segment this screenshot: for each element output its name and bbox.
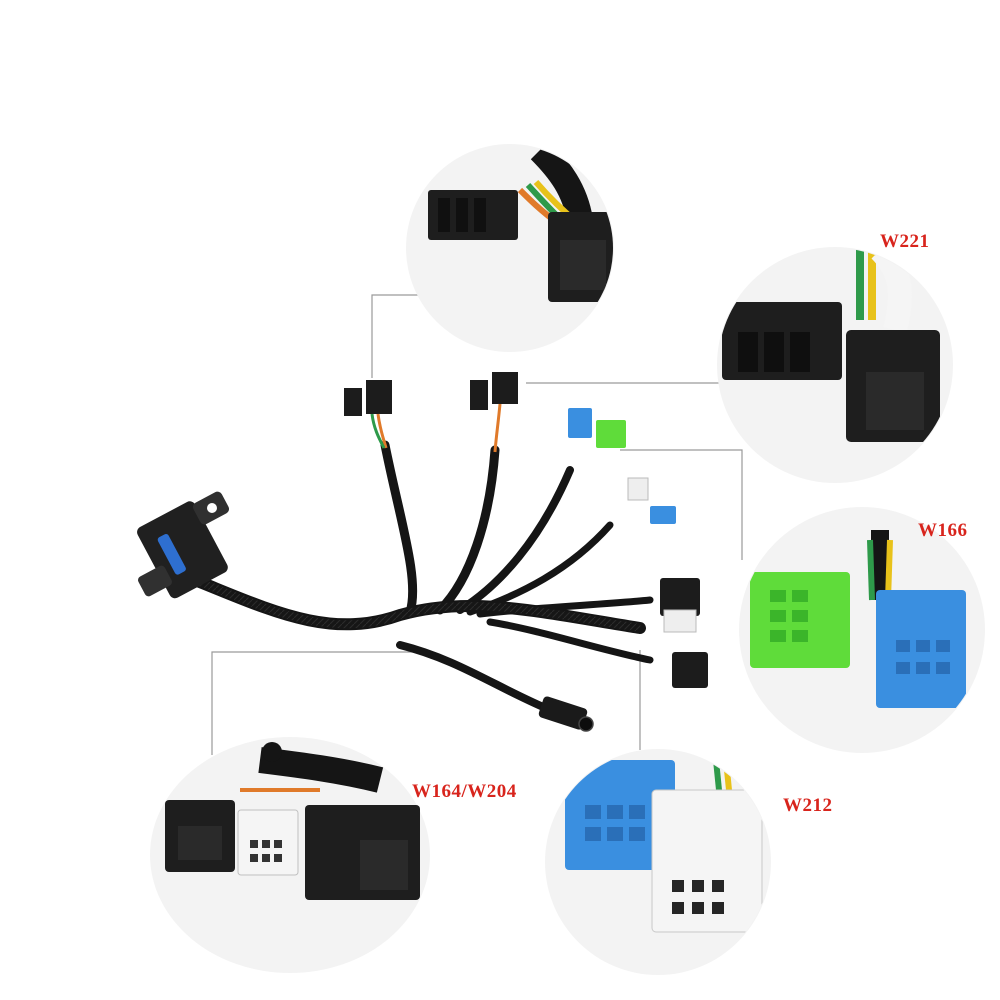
label-w166: W166: [918, 520, 968, 541]
label-w212: W212: [783, 795, 833, 816]
inset-w164-w204: [150, 737, 430, 973]
branch-cable-4: [466, 521, 614, 616]
branch-cable-2: [435, 445, 500, 615]
inset-w212: [545, 749, 771, 975]
obd-connector-icon: [137, 491, 229, 599]
leader-line-w164: [211, 651, 420, 755]
inset-top-connectors: [406, 144, 614, 352]
connector-small-2b: [492, 372, 518, 404]
dc-cable: [396, 641, 559, 716]
trunk-braid: [193, 576, 641, 632]
branch-cable-6: [486, 618, 654, 664]
label-w164-w204: W164/W204: [412, 781, 517, 802]
branch-cable-5: [476, 596, 654, 618]
dc-jack-icon: [538, 696, 594, 732]
connector-blue-small: [568, 408, 592, 438]
leader-line-top: [371, 294, 418, 378]
inset-w166: [739, 507, 985, 753]
label-w221: W221: [880, 231, 930, 252]
connector-black-right-2: [672, 652, 708, 688]
leader-lines: [211, 294, 743, 755]
connector-black-right-1: [660, 578, 700, 616]
branch-cable-3: [456, 466, 574, 614]
cable-harness: [189, 440, 654, 716]
inset-w221: [717, 247, 953, 483]
leader-line-w166: [620, 449, 743, 560]
connector-green-small: [596, 420, 626, 448]
branch-connectors: [344, 372, 708, 688]
connector-white-small: [627, 477, 649, 501]
connector-small-1a: [344, 388, 362, 416]
connector-white-right: [663, 609, 697, 633]
connector-small-2a: [470, 380, 488, 410]
connector-blue-small-2: [650, 506, 676, 524]
connector-small-1b: [366, 380, 392, 414]
branch-cable-1: [380, 440, 418, 617]
